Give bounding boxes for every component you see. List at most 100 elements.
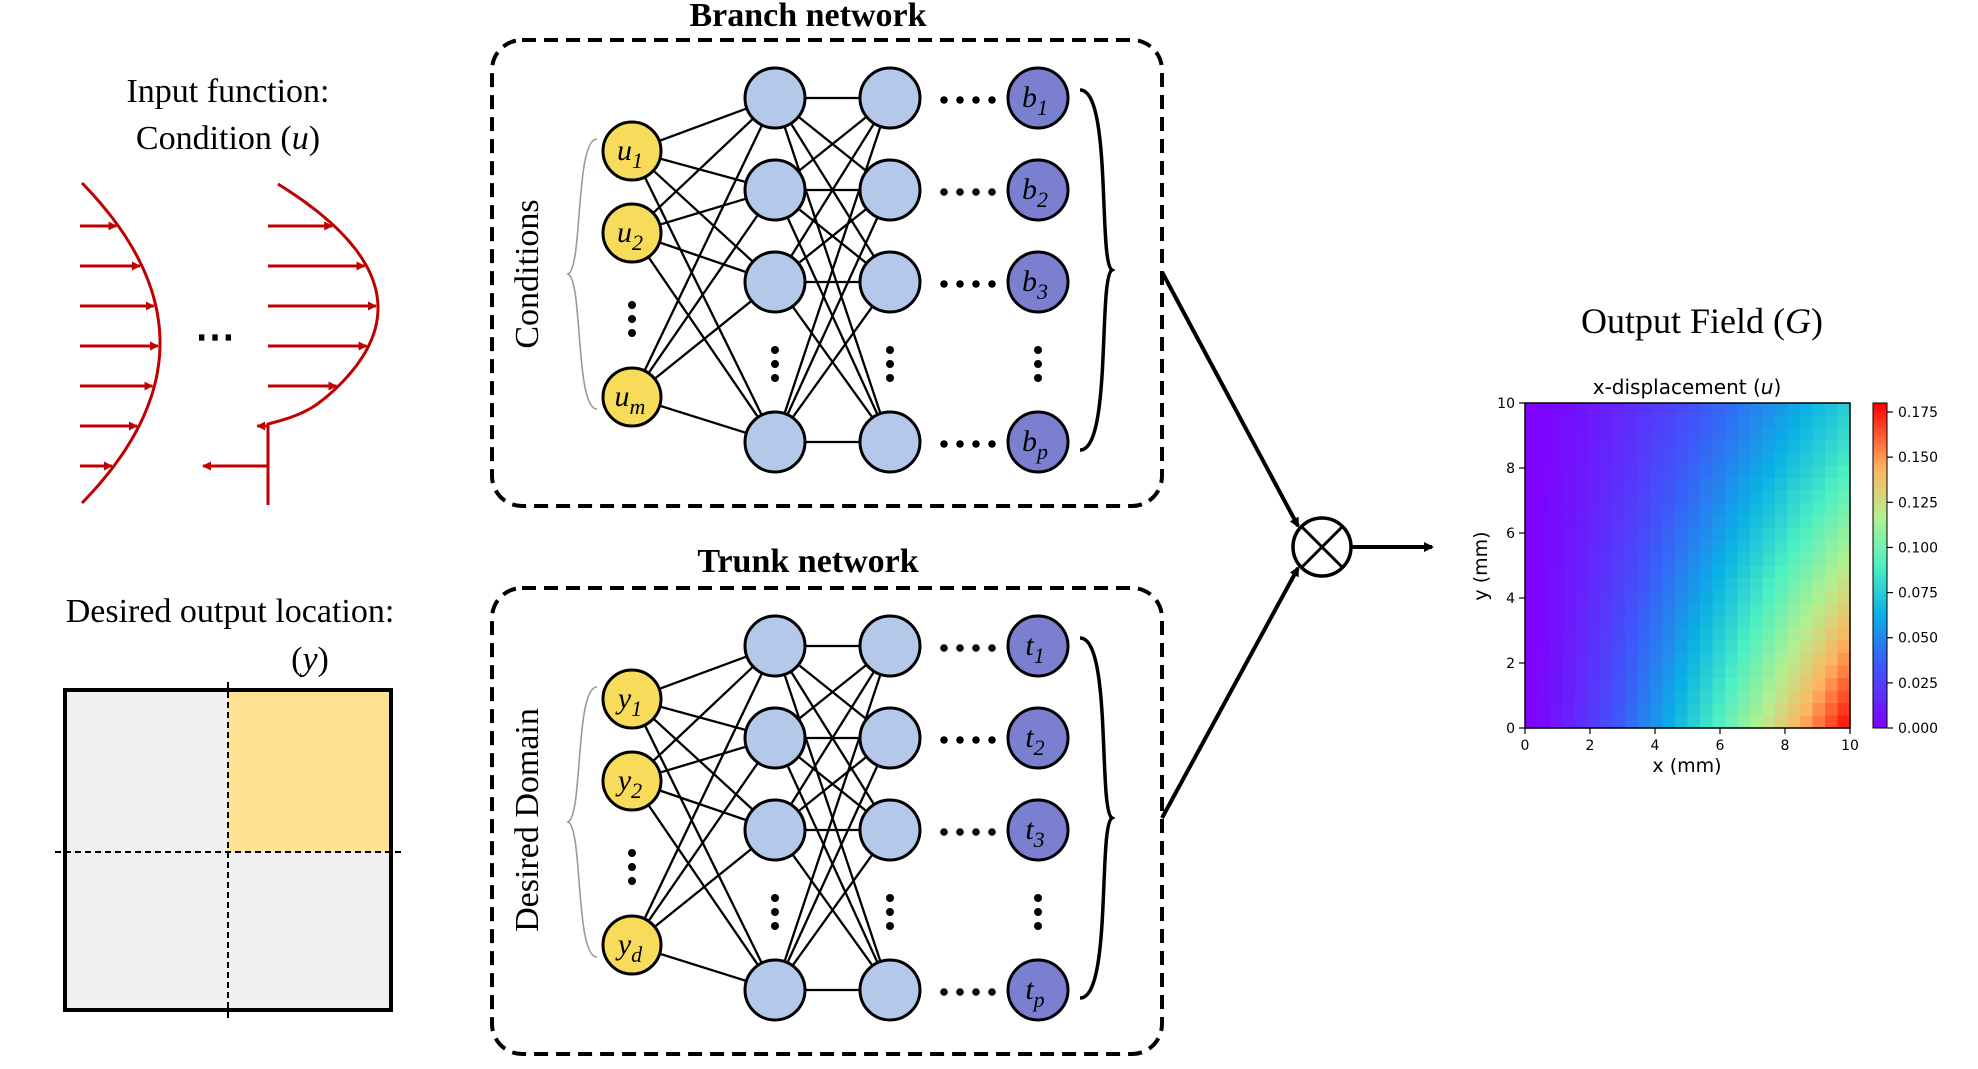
heatmap-cell: [1662, 665, 1676, 679]
heatmap-cell: [1712, 503, 1726, 517]
heatmap-cell: [1562, 503, 1576, 517]
edge-input-hidden: [631, 97, 776, 234]
heatmap-cell: [1562, 478, 1576, 492]
hidden-ellipsis-dot: [771, 374, 779, 382]
heatmap-cell: [1725, 565, 1739, 579]
heatmap-cell: [1787, 515, 1801, 529]
heatmap-cell: [1700, 690, 1714, 704]
heatmap-cell: [1612, 428, 1626, 442]
heatmap-cell: [1762, 615, 1776, 629]
hidden-ellipsis-dot: [886, 346, 894, 354]
heatmap-cell: [1662, 528, 1676, 542]
heatmap-cell: [1762, 640, 1776, 654]
hidden-node-l1-1: [743, 66, 807, 130]
heatmap-cell: [1712, 490, 1726, 504]
heatmap-cell: [1825, 465, 1839, 479]
heatmap-cell: [1625, 515, 1639, 529]
hidden-ellipsis-dot: [1034, 374, 1042, 382]
heatmap-cell: [1812, 678, 1826, 692]
heatmap-cell: [1600, 615, 1614, 629]
heatmap-cell: [1775, 503, 1789, 517]
hidden-ellipsis-dot: [886, 894, 894, 902]
heatmap-cell: [1725, 503, 1739, 517]
heatmap-cell: [1600, 578, 1614, 592]
heatmap-cell: [1737, 403, 1751, 417]
heatmap-cell: [1687, 640, 1701, 654]
heatmap-cell: [1700, 628, 1714, 642]
heatmap-cell: [1650, 403, 1664, 417]
heatmap-cell: [1575, 415, 1589, 429]
heatmap-cell: [1675, 703, 1689, 717]
heatmap-cell: [1725, 690, 1739, 704]
hidden-node-l2-2: [858, 706, 922, 770]
heatmap-cell: [1737, 428, 1751, 442]
heatmap-cell: [1587, 503, 1601, 517]
heatmap-cell: [1587, 428, 1601, 442]
hidden-ellipsis-dot: [1034, 360, 1042, 368]
heatmap-cell: [1787, 478, 1801, 492]
heatmap-cell: [1787, 453, 1801, 467]
heatmap-cell: [1750, 603, 1764, 617]
heatmap-cell: [1700, 440, 1714, 454]
layer-ellipsis-dot: [988, 988, 996, 996]
heatmap-cell: [1575, 628, 1589, 642]
layer-ellipsis-dot: [972, 828, 980, 836]
heatmap-cell: [1575, 690, 1589, 704]
heatmap-cell: [1750, 553, 1764, 567]
heatmap-cell: [1812, 690, 1826, 704]
layer-ellipsis-dot: [988, 280, 996, 288]
heatmap-cell: [1637, 653, 1651, 667]
hidden-node-l1-1: [743, 614, 807, 678]
heatmap-cell: [1687, 515, 1701, 529]
heatmap-cell: [1750, 653, 1764, 667]
heatmap-cell: [1575, 715, 1589, 729]
input-ellipsis-dot: [628, 877, 636, 885]
heatmap-cell: [1662, 490, 1676, 504]
heatmap-cell: [1687, 403, 1701, 417]
heatmap-cell: [1650, 665, 1664, 679]
heatmap-cell: [1650, 703, 1664, 717]
heatmap-cell: [1762, 515, 1776, 529]
edge-input-hidden: [630, 150, 777, 443]
heatmap-cell: [1687, 503, 1701, 517]
label-subscript: 1: [631, 696, 642, 721]
input-function-panel: Input function: Condition (u) ⋯: [80, 73, 380, 505]
heatmap-cell: [1612, 503, 1626, 517]
layer-ellipsis-dot: [988, 96, 996, 104]
heatmap-cell: [1837, 515, 1851, 529]
heatmap-cell: [1775, 640, 1789, 654]
heatmap-cell: [1537, 665, 1551, 679]
displacement-heatmap: [1525, 403, 1851, 729]
heatmap-cell: [1612, 640, 1626, 654]
heatmap-cell: [1562, 715, 1576, 729]
domain-square-border: [63, 688, 393, 1012]
colorbar-tick-label: 0.100: [1898, 540, 1938, 556]
heatmap-cell: [1762, 553, 1776, 567]
layer-ellipsis-dot: [940, 828, 948, 836]
heatmap-cell: [1650, 515, 1664, 529]
heatmap-cell: [1537, 540, 1551, 554]
heatmap-cell: [1687, 490, 1701, 504]
heatmap-cell: [1537, 403, 1551, 417]
heatmap-cell: [1525, 553, 1539, 567]
heatmap-cell: [1537, 628, 1551, 642]
heatmap-cell: [1637, 465, 1651, 479]
heatmap-cell: [1550, 540, 1564, 554]
heatmap-cell: [1637, 715, 1651, 729]
heatmap-cell: [1775, 540, 1789, 554]
heatmap-cell: [1787, 465, 1801, 479]
heatmap-cell: [1550, 440, 1564, 454]
heatmap-cell: [1625, 640, 1639, 654]
heatmap-cell: [1662, 565, 1676, 579]
trunk-side-label: Desired Domain: [509, 708, 546, 932]
heatmap-cell: [1762, 603, 1776, 617]
heatmap-cell: [1687, 540, 1701, 554]
heatmap-cell: [1562, 553, 1576, 567]
heatmap-cell: [1537, 415, 1551, 429]
heatmap-cell: [1562, 415, 1576, 429]
input-node-label: yd: [615, 928, 643, 967]
heatmap-cell: [1800, 540, 1814, 554]
heatmap-cell: [1550, 715, 1564, 729]
label-subscript: 2: [632, 230, 643, 255]
heatmap-cell: [1750, 415, 1764, 429]
